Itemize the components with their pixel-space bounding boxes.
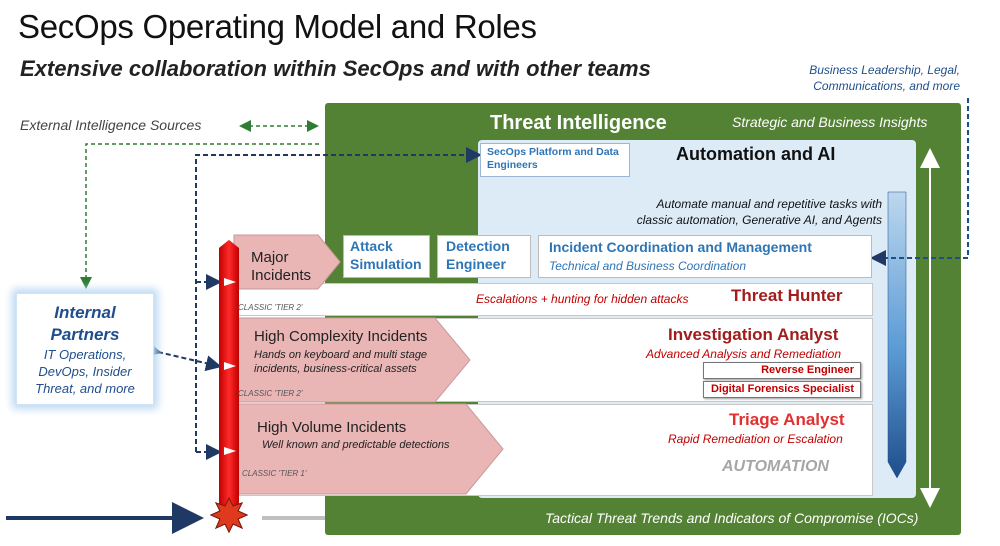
business-connector (870, 98, 969, 266)
high-complexity-desc: Hands on keyboard and multi stage incide… (254, 348, 427, 376)
investigation-analyst-sub: Advanced Analysis and Remediation (646, 347, 842, 361)
platform-engineers-box: SecOps Platform and Data Engineers (480, 143, 630, 177)
partners-connector (144, 341, 222, 372)
partners-sub-line2: DevOps, Insider (38, 364, 132, 379)
partners-title-line1: Internal (54, 303, 116, 322)
triage-analyst-sub: Rapid Remediation or Escalation (668, 432, 843, 446)
detection-line2: Engineer (446, 256, 506, 272)
automation-bottom-label: AUTOMATION (722, 458, 829, 475)
page-title: SecOps Operating Model and Roles (18, 8, 537, 45)
partners-sub-line3: Threat, and more (35, 381, 135, 396)
automation-desc-line2: classic automation, Generative AI, and A… (636, 213, 882, 227)
high-complexity-desc1: Hands on keyboard and multi stage (254, 349, 428, 361)
internal-intel-connector (80, 143, 322, 289)
business-line2: Communications, and more (813, 79, 960, 93)
high-volume-label: High Volume Incidents (257, 419, 407, 436)
automation-gradient-arrow (887, 191, 907, 479)
attack-line1: Attack (350, 238, 393, 254)
major-incidents-label: Major Incidents (251, 249, 311, 285)
investigation-analyst-title: Investigation Analyst (668, 325, 839, 344)
internal-partners-box: Internal Partners IT Operations, DevOps,… (16, 293, 154, 405)
forensics-specialist-box: Digital Forensics Specialist (703, 381, 861, 398)
attack-simulation-box: Attack Simulation (343, 235, 430, 278)
incident-coordination-sub: Technical and Business Coordination (549, 259, 747, 273)
tier-major-label: CLASSIC 'TIER 2' (238, 303, 303, 312)
threat-intelligence-title: Threat Intelligence (490, 112, 667, 134)
tier-volume-label: CLASSIC 'TIER 1' (242, 469, 307, 478)
incident-coordination-title: Incident Coordination and Management (549, 239, 812, 255)
detection-engineer-box: Detection Engineer (437, 235, 531, 278)
reverse-engineer-box: Reverse Engineer (703, 362, 861, 379)
incident-coordination-box: Incident Coordination and Management Tec… (538, 235, 872, 278)
high-complexity-desc2: incidents, business-critical assets (254, 363, 417, 375)
escalations-label: Escalations + hunting for hidden attacks (476, 292, 689, 306)
automation-title: Automation and AI (676, 144, 836, 164)
explosion-icon (209, 496, 249, 534)
tier-complexity-label: CLASSIC 'TIER 2' (238, 389, 303, 398)
internal-partners-title: Internal Partners (17, 302, 153, 346)
internal-partners-sub: IT Operations, DevOps, Insider Threat, a… (17, 346, 153, 397)
page-subtitle: Extensive collaboration within SecOps an… (20, 56, 651, 81)
attack-line2: Simulation (350, 256, 422, 272)
platform-line1: SecOps Platform and Data (487, 146, 619, 158)
external-intelligence-label: External Intelligence Sources (20, 117, 202, 133)
tactical-trends-label: Tactical Threat Trends and Indicators of… (545, 510, 919, 526)
triage-analyst-title: Triage Analyst (729, 410, 845, 429)
threat-hunter-title: Threat Hunter (731, 286, 843, 305)
strategic-insights-label: Strategic and Business Insights (732, 114, 928, 130)
major-line2: Incidents (251, 267, 312, 284)
automation-desc-line1: Automate manual and repetitive tasks wit… (656, 197, 882, 211)
high-complexity-label: High Complexity Incidents (254, 328, 428, 345)
partners-title-line2: Partners (50, 325, 120, 344)
partners-sub-line1: IT Operations, (43, 347, 127, 362)
automation-description: Automate manual and repetitive tasks wit… (600, 196, 882, 228)
business-line1: Business Leadership, Legal, (809, 63, 960, 77)
high-volume-desc: Well known and predictable detections (262, 439, 450, 451)
business-leadership-label: Business Leadership, Legal, Communicatio… (770, 62, 960, 94)
detection-line1: Detection (446, 238, 510, 254)
major-line1: Major (251, 249, 289, 266)
platform-line2: Engineers (487, 159, 538, 171)
